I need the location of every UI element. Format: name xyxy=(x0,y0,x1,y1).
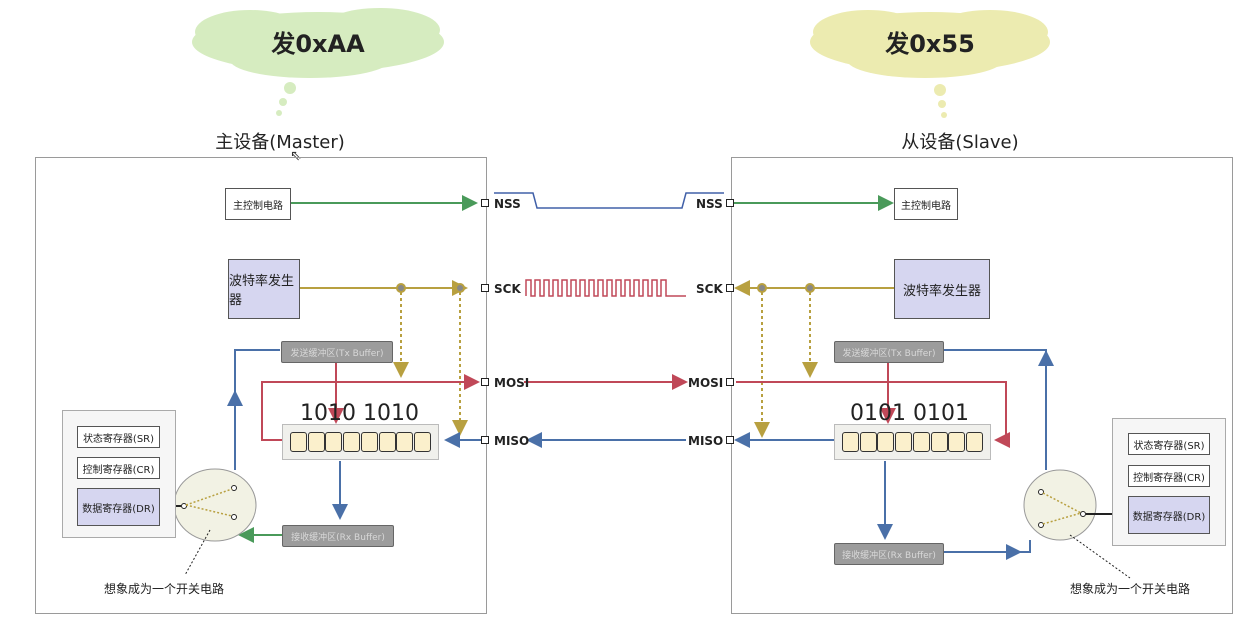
slave-sck-pin xyxy=(726,284,734,292)
master-mosi-label: MOSI xyxy=(494,376,530,390)
slave-shift-register xyxy=(834,424,991,460)
master-status-register: 状态寄存器(SR) xyxy=(77,426,160,448)
master-rx-buffer: 接收缓冲区(Rx Buffer) xyxy=(282,525,394,547)
slave-mosi-pin xyxy=(726,378,734,386)
slave-nss-pin xyxy=(726,199,734,207)
master-tx-buffer: 发送缓冲区(Tx Buffer) xyxy=(281,341,393,363)
master-thought-text: 发0xAA xyxy=(271,30,365,58)
master-data-register: 数据寄存器(DR) xyxy=(77,488,160,526)
master-miso-pin xyxy=(481,436,489,444)
master-miso-label: MISO xyxy=(494,434,530,448)
shift-bit xyxy=(877,432,895,452)
slave-baud-generator: 波特率发生器 xyxy=(894,259,990,319)
slave-thought-cloud xyxy=(810,10,1050,118)
slave-status-register: 状态寄存器(SR) xyxy=(1128,433,1210,455)
master-control-register: 控制寄存器(CR) xyxy=(77,457,160,479)
slave-control-register: 控制寄存器(CR) xyxy=(1128,465,1210,487)
master-control-circuit: 主控制电路 xyxy=(225,188,291,220)
slave-sck-label: SCK xyxy=(696,282,723,296)
shift-bit xyxy=(289,432,307,452)
slave-bits-label: 0101 0101 xyxy=(850,401,969,426)
slave-mosi-label: MOSI xyxy=(688,376,724,390)
shift-bit xyxy=(360,432,378,452)
master-title: 主设备(Master) xyxy=(215,132,345,153)
shift-bit xyxy=(325,432,343,452)
slave-title: 从设备(Slave) xyxy=(901,132,1019,153)
master-mosi-pin xyxy=(481,378,489,386)
slave-miso-pin xyxy=(726,436,734,444)
slave-nss-label: NSS xyxy=(696,197,723,211)
master-nss-label: NSS xyxy=(494,197,521,211)
shift-bit xyxy=(841,432,859,452)
slave-switch-note: 想象成为一个开关电路 xyxy=(1070,582,1191,596)
slave-control-circuit: 主控制电路 xyxy=(894,188,958,220)
mouse-cursor-icon: ⇖ xyxy=(290,148,302,164)
slave-data-register: 数据寄存器(DR) xyxy=(1128,496,1210,534)
shift-bit xyxy=(378,432,396,452)
master-nss-pin xyxy=(481,199,489,207)
master-panel xyxy=(35,157,487,614)
shift-bit xyxy=(966,432,984,452)
slave-thought-text: 发0x55 xyxy=(885,30,975,58)
master-thought-cloud xyxy=(192,8,444,116)
shift-bit xyxy=(912,432,930,452)
shift-bit xyxy=(396,432,414,452)
shift-bit xyxy=(930,432,948,452)
master-bits-label: 1010 1010 xyxy=(300,401,419,426)
slave-miso-label: MISO xyxy=(688,434,724,448)
shift-bit xyxy=(948,432,966,452)
master-switch-note: 想象成为一个开关电路 xyxy=(104,582,225,596)
shift-bit xyxy=(859,432,877,452)
master-baud-generator: 波特率发生器 xyxy=(228,259,300,319)
master-shift-register xyxy=(282,424,439,460)
shift-bit xyxy=(414,432,432,452)
slave-tx-buffer: 发送缓冲区(Tx Buffer) xyxy=(834,341,944,363)
master-sck-label: SCK xyxy=(494,282,521,296)
shift-bit xyxy=(343,432,361,452)
master-sck-pin xyxy=(481,284,489,292)
slave-switch-circuit xyxy=(1023,469,1128,541)
slave-rx-buffer: 接收缓冲区(Rx Buffer) xyxy=(834,543,944,565)
shift-bit xyxy=(307,432,325,452)
shift-bit xyxy=(895,432,913,452)
